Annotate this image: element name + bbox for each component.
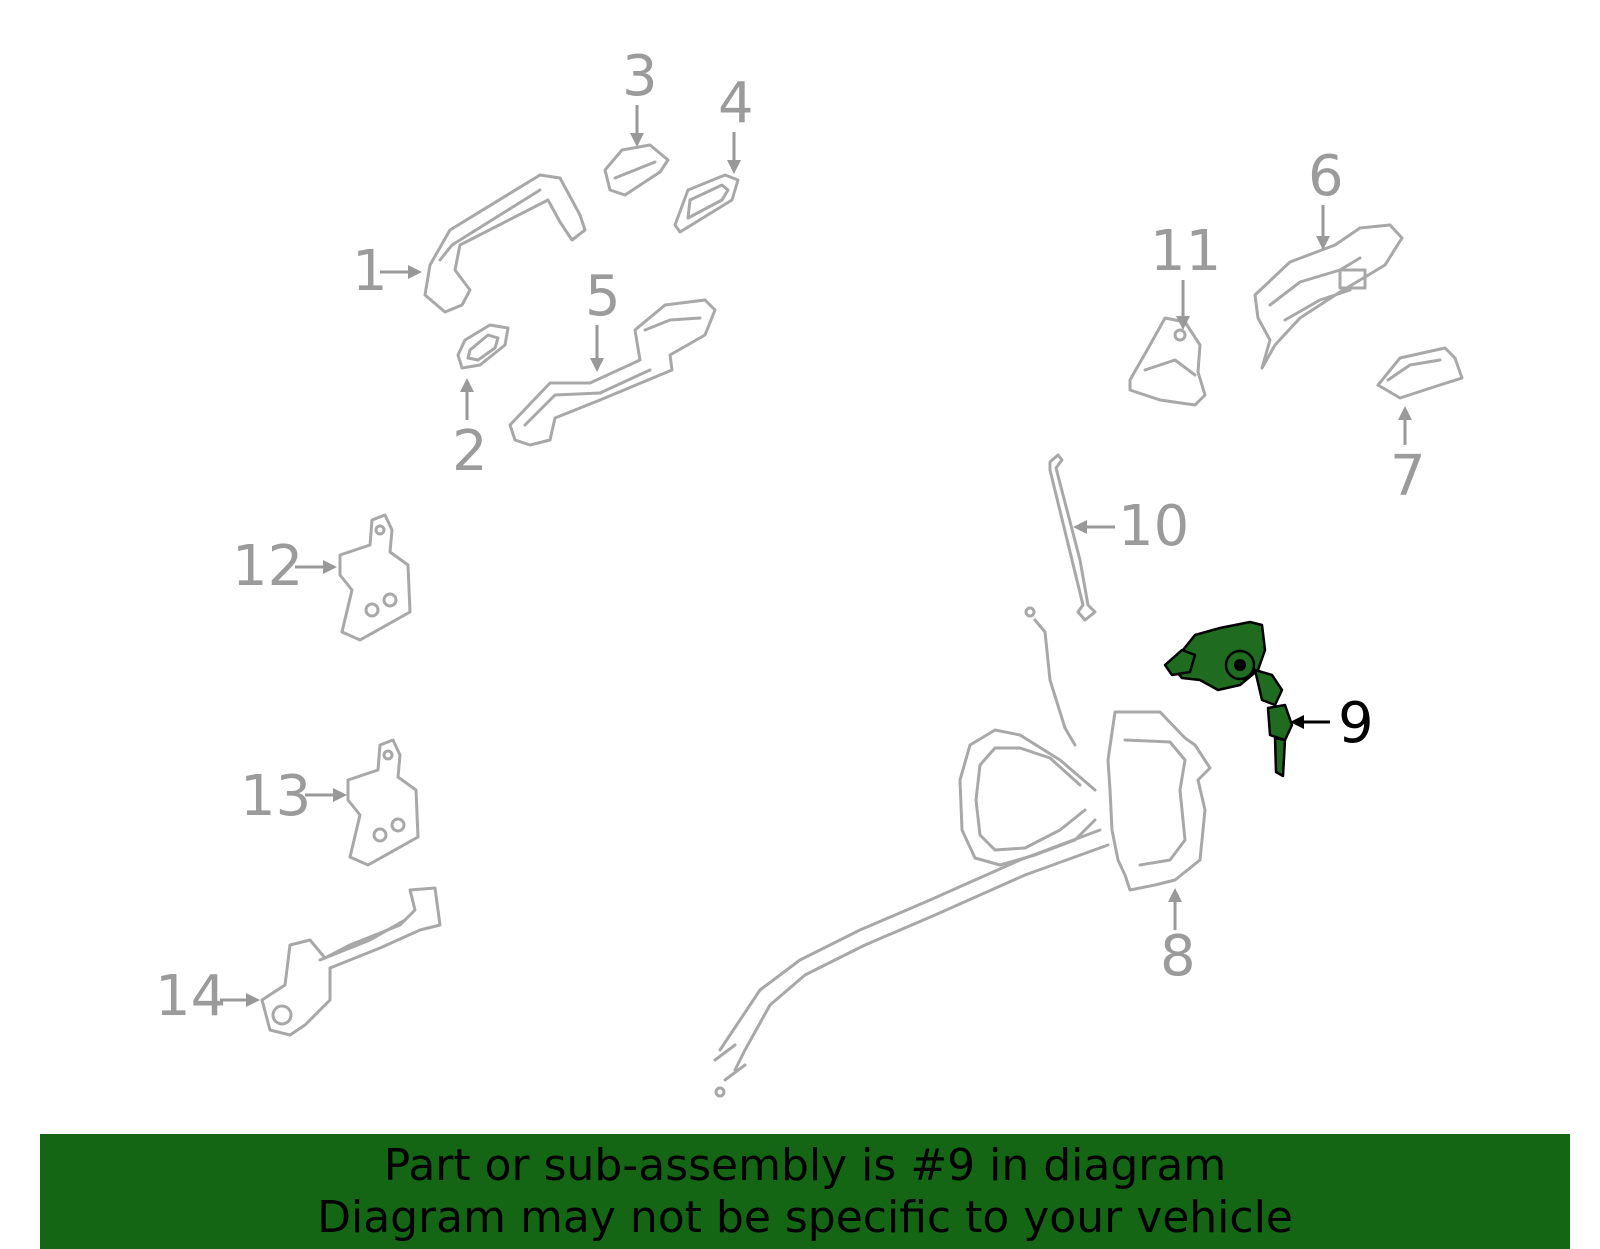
svg-text:2: 2 [452,419,488,484]
callout-9: 9 [1290,691,1374,756]
svg-text:13: 13 [240,764,311,829]
svg-text:6: 6 [1308,144,1344,209]
callout-2: 2 [452,378,488,484]
callout-7: 7 [1390,406,1426,509]
part-4-bezel [673,173,740,234]
part-12-hinge [338,513,412,642]
svg-text:4: 4 [718,71,754,136]
svg-text:8: 8 [1160,924,1196,989]
part-2-gasket [456,323,510,370]
callout-14: 14 [155,964,260,1029]
part-14-door-check [260,886,442,1037]
callout-1: 1 [352,239,422,304]
part-1-outside-handle [423,173,587,314]
callout-4: 4 [718,71,754,174]
callout-10: 10 [1073,494,1189,559]
part-7-escutcheon [1376,346,1464,400]
part-6-inside-handle [1253,223,1404,370]
svg-text:11: 11 [1150,219,1221,284]
part-13-hinge [346,738,420,867]
callout-3: 3 [622,44,658,147]
callout-13: 13 [240,764,347,829]
svg-text:12: 12 [232,534,303,599]
part-3-handle-cap [603,143,670,197]
info-banner: Part or sub-assembly is #9 in diagram Di… [40,1134,1570,1249]
callout-8: 8 [1160,888,1196,989]
svg-text:9: 9 [1338,691,1374,756]
svg-text:3: 3 [622,44,658,109]
part-5-handle-bracket [508,298,717,447]
svg-text:14: 14 [155,964,226,1029]
part-9-lock-cylinder [1163,620,1294,778]
banner-line-2: Diagram may not be specific to your vehi… [317,1191,1293,1243]
callout-12: 12 [232,534,337,599]
callout-6: 6 [1308,144,1344,250]
svg-text:5: 5 [585,264,621,329]
callout-11: 11 [1150,219,1221,330]
part-11-striker [1128,316,1207,407]
callout-5: 5 [585,264,621,372]
part-8-door-latch [713,606,1212,1098]
part-10-rod [1048,453,1097,622]
svg-text:7: 7 [1390,444,1426,509]
banner-line-1: Part or sub-assembly is #9 in diagram [383,1139,1227,1191]
svg-text:10: 10 [1118,494,1189,559]
